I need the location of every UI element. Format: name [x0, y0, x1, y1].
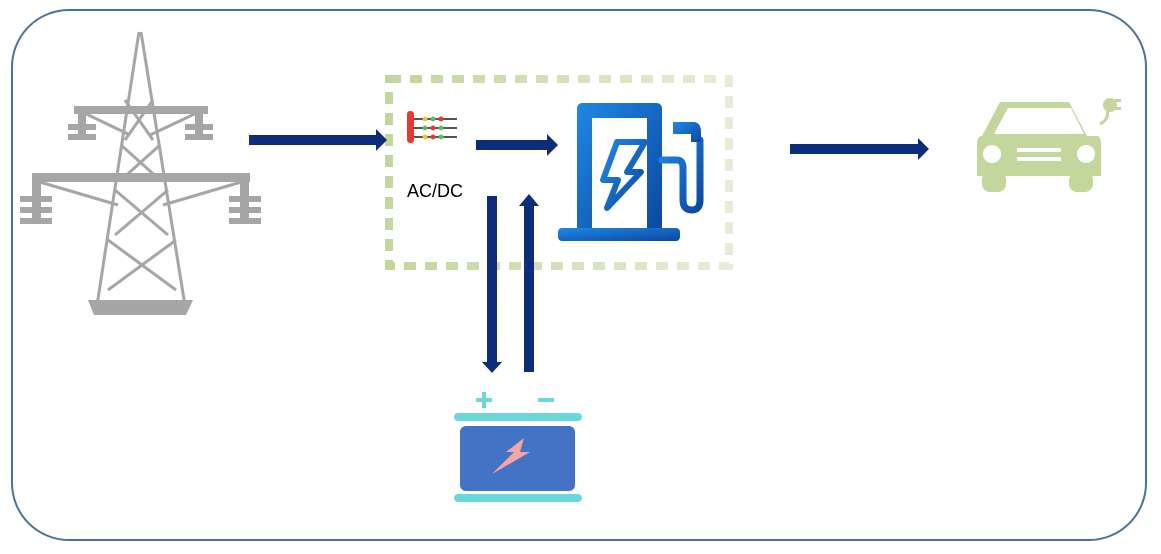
- ac-dc-converter-icon: [407, 111, 457, 143]
- electric-car-icon: [977, 98, 1121, 192]
- diagram-frame: [11, 9, 1147, 541]
- charging-station-boundary: [385, 75, 733, 270]
- transmission-tower-icon: [20, 31, 261, 315]
- battery-minus-terminal: [538, 398, 554, 402]
- ev-charger-icon: [558, 103, 704, 241]
- battery-icon: [454, 392, 582, 502]
- converter-label: AC/DC: [407, 181, 464, 201]
